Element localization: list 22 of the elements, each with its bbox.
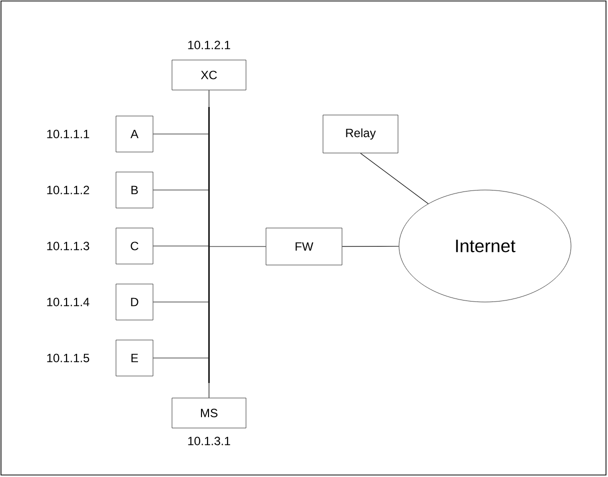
server-box: XC — [172, 60, 246, 90]
host-box: D — [116, 284, 154, 320]
ip-address: 10.1.3.1 — [188, 436, 230, 446]
connector-line — [208, 382, 210, 398]
ip-address: 10.1.1.3 — [47, 242, 90, 250]
firewall-box: FW — [266, 228, 342, 266]
ip-address: 10.1.1.5 — [47, 354, 90, 362]
ip-address: 10.1.2.1 — [188, 40, 230, 50]
bus-line — [208, 106, 210, 384]
server-box: MS — [172, 398, 246, 428]
host-box: E — [116, 340, 154, 376]
host-box: B — [116, 172, 154, 208]
server-box: Relay — [322, 114, 398, 154]
ip-address: 10.1.1.4 — [47, 298, 90, 306]
connector-line — [208, 90, 210, 108]
ip-address: 10.1.1.1 — [47, 130, 90, 138]
host-box: A — [116, 116, 154, 152]
connector-line — [209, 246, 266, 247]
connector-line — [360, 152, 429, 204]
connector-line — [342, 246, 400, 247]
ip-address: 10.1.1.2 — [47, 186, 90, 194]
host-box: C — [116, 228, 154, 264]
